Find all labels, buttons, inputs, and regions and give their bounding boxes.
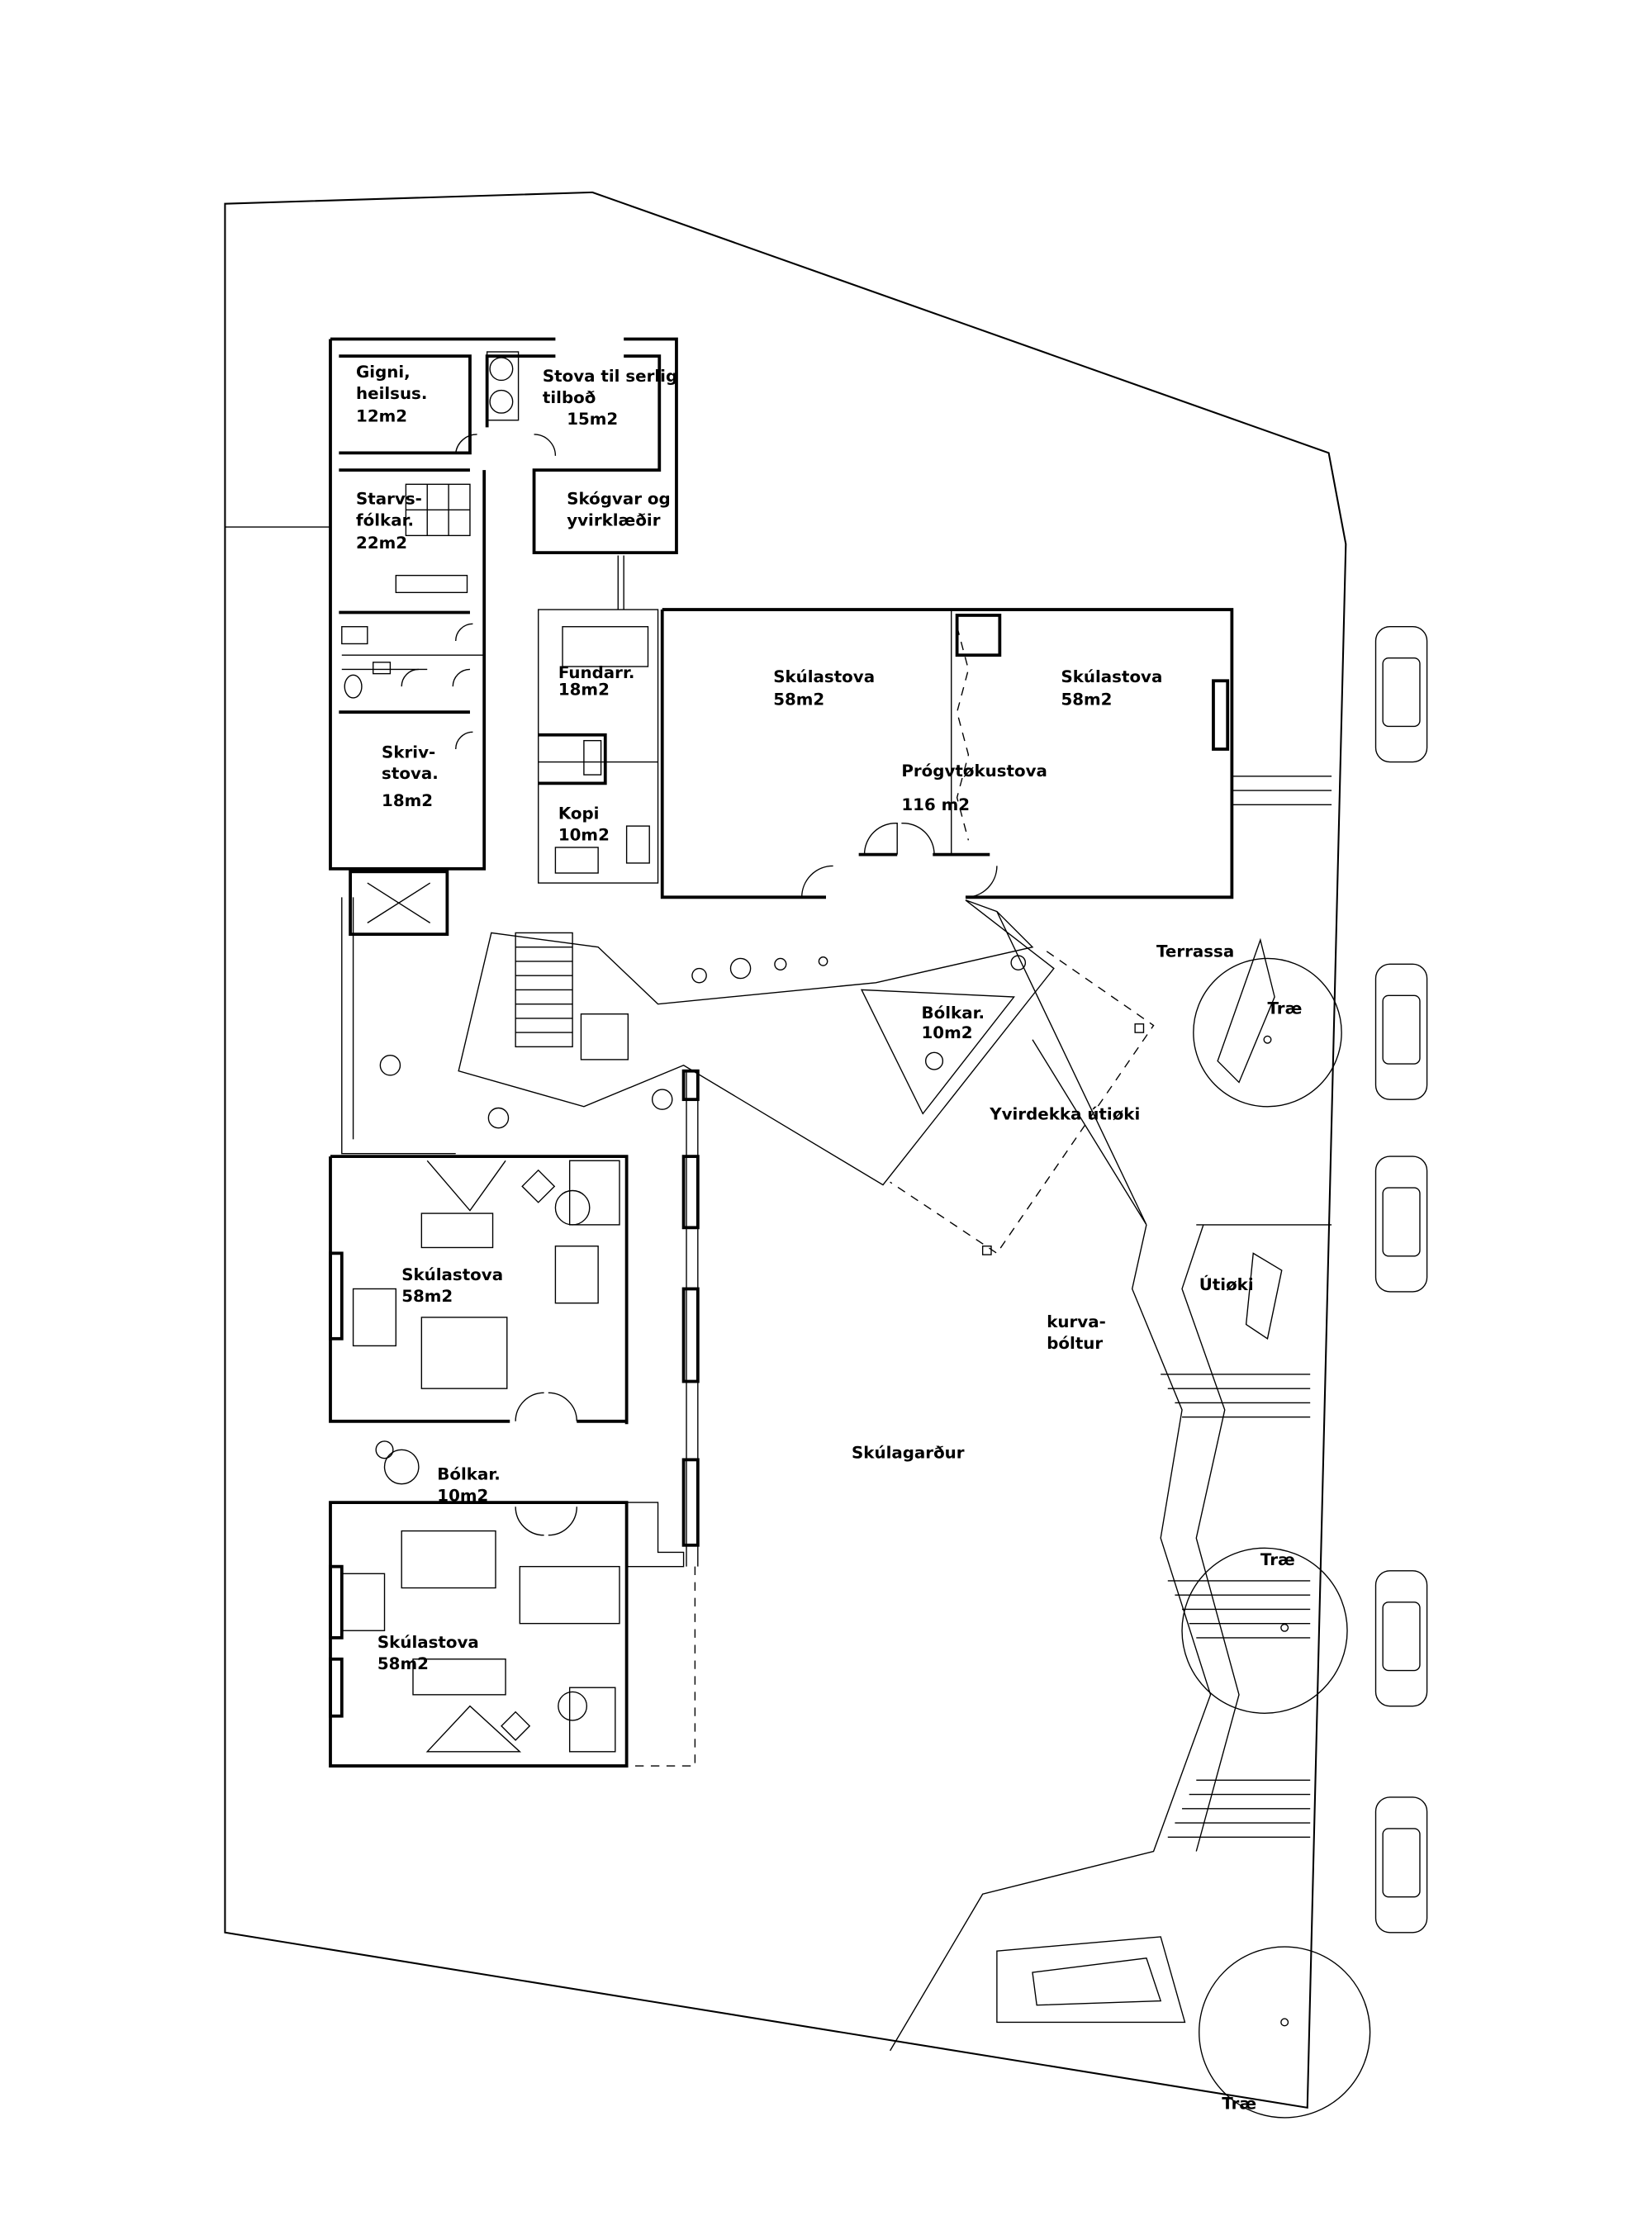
label-kopi-1: Kopi xyxy=(558,804,600,823)
label-skriv-3: 18m2 xyxy=(382,791,433,810)
label-bolkar-n-2: 10m2 xyxy=(922,1023,973,1042)
staff-table xyxy=(405,483,471,537)
label-ne1-2: 58m2 xyxy=(773,690,824,709)
label-kurva-1: kurva- xyxy=(1047,1312,1106,1331)
label-kopi-2: 10m2 xyxy=(558,825,610,844)
site-boundary xyxy=(224,191,1347,2109)
label-progv-2: 116 m2 xyxy=(901,795,970,814)
label-w2-2: 58m2 xyxy=(377,1654,429,1673)
central-hall xyxy=(379,899,1155,1255)
ne-classrooms xyxy=(660,608,1332,899)
tree xyxy=(1181,1547,1348,1714)
label-skogvar-1: Skógvar og xyxy=(567,489,670,508)
label-ne2-1: Skúlastova xyxy=(1061,667,1162,686)
tree xyxy=(1199,1946,1371,2119)
room-labels: Gigni, heilsus. 12m2 Stova til serlig ti… xyxy=(356,363,1302,2114)
label-w2-1: Skúlastova xyxy=(377,1633,479,1652)
label-gigni-2: heilsus. xyxy=(356,384,427,403)
car-icon xyxy=(1374,1570,1428,1707)
label-skulagardur: Skúlagarður xyxy=(852,1444,965,1463)
label-w1-1: Skúlastova xyxy=(401,1265,503,1284)
label-serlig-2: tilboð xyxy=(543,388,596,407)
label-ne1-1: Skúlastova xyxy=(773,667,875,686)
label-yvirdekka: Yvirdekka útiøki xyxy=(989,1104,1140,1123)
label-ne2-2: 58m2 xyxy=(1061,690,1112,709)
parked-cars xyxy=(1374,626,1428,1934)
car-icon xyxy=(1374,1796,1428,1934)
label-bolkar-w-2: 10m2 xyxy=(437,1486,488,1505)
label-gigni-3: 12m2 xyxy=(356,406,407,425)
label-skogvar-2: yvirklæðir xyxy=(567,510,661,529)
label-serlig-3: 15m2 xyxy=(567,410,618,429)
car-icon xyxy=(1374,963,1428,1100)
label-bolkar-n-1: Bólkar. xyxy=(922,1004,985,1023)
label-tree-3: Træ xyxy=(1222,2095,1256,2114)
car-icon xyxy=(1374,626,1428,763)
label-skriv-1: Skriv- xyxy=(382,743,435,762)
label-starvs-2: fólkar. xyxy=(356,510,414,529)
label-utioki: Útiøki xyxy=(1199,1274,1254,1294)
west-wing xyxy=(329,897,700,1768)
label-bolkar-w-1: Bólkar. xyxy=(437,1464,501,1483)
label-progv-1: Prógvtøkustova xyxy=(901,762,1047,781)
tree xyxy=(1193,957,1342,1108)
label-fundarr-1: Fundarr. xyxy=(558,663,635,682)
meeting-copy-block xyxy=(538,555,659,884)
label-w1-2: 58m2 xyxy=(401,1287,453,1306)
label-skriv-2: stova. xyxy=(382,764,439,783)
label-starvs-3: 22m2 xyxy=(356,534,407,553)
label-tree-2: Træ xyxy=(1260,1550,1295,1569)
label-starvs-1: Starvs- xyxy=(356,489,422,508)
label-gigni-1: Gigni, xyxy=(356,363,411,382)
car-icon xyxy=(1374,1155,1428,1293)
label-fundarr-2: 18m2 xyxy=(558,680,610,699)
label-serlig-1: Stova til serlig xyxy=(543,367,677,386)
label-terrassa: Terrassa xyxy=(1156,942,1234,961)
label-kurva-2: bóltur xyxy=(1047,1334,1103,1353)
label-tree-1: Træ xyxy=(1267,999,1302,1018)
landscape xyxy=(889,937,1371,2119)
admin-block xyxy=(329,337,678,937)
